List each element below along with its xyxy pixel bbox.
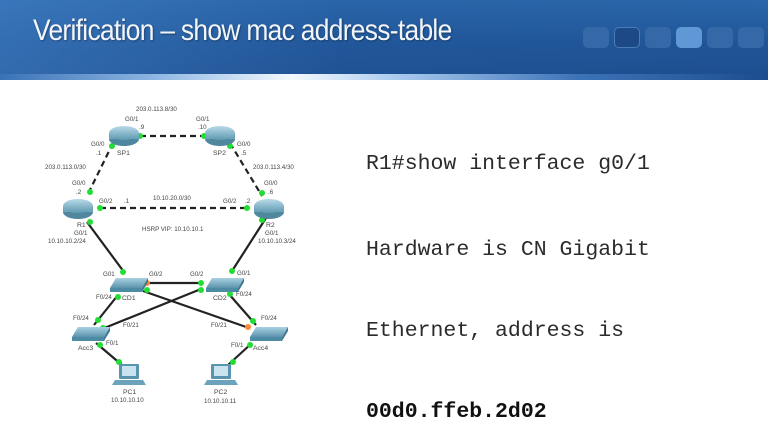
port-label: G0/1 [74, 230, 88, 237]
network-label: 203.0.113.8/30 [136, 106, 177, 113]
network-label: 203.0.113.0/30 [45, 164, 86, 171]
device-label-pc1: PC1 [123, 389, 136, 396]
device-label-cd2: CD2 [213, 295, 227, 302]
mac-address: 00d0.ffeb.2d02 [366, 400, 547, 424]
device-label-r2: R2 [266, 222, 275, 229]
network-label: 203.0.113.4/30 [253, 164, 294, 171]
nav-dot [614, 27, 640, 48]
port-label: F0/24 [73, 315, 89, 322]
network-label: 10.10.20.0/30 [153, 195, 191, 202]
cli-output-line: Ethernet, address is [366, 319, 625, 343]
link-r2-cd2 [231, 217, 267, 272]
ip-label-r2: 10.10.10.3/24 [258, 238, 296, 245]
slide-title: Verification – show mac address-table [33, 14, 452, 47]
switch-icon-cd1 [110, 278, 148, 292]
port-label: G0/2 [190, 271, 204, 278]
device-label-acc4: Acc4 [253, 345, 268, 352]
ip-label: .5 [241, 150, 247, 157]
port-label: G0/0 [91, 141, 105, 148]
link-cd1-acc4 [142, 289, 250, 330]
ip-label: .9 [139, 124, 145, 131]
port-label: G0/1 [196, 116, 210, 123]
ip-label: .10 [198, 124, 207, 131]
link-sp2-r2 [229, 142, 263, 197]
nav-dot [676, 27, 702, 48]
router-icon-r2 [254, 199, 284, 219]
cli-output-line: Hardware is CN Gigabit [366, 238, 650, 262]
port-label: F0/1 [106, 340, 119, 347]
ip-label: .2 [76, 189, 82, 196]
port-label: F0/21 [211, 322, 227, 329]
ip-label-r1: 10.10.10.2/24 [48, 238, 86, 245]
device-label-cd1: CD1 [122, 295, 136, 302]
port-label: G0/0 [237, 141, 251, 148]
ip-label-pc1: 10.10.10.10 [111, 397, 144, 404]
device-label-acc3: Acc3 [78, 345, 93, 352]
port-label: F0/24 [261, 315, 277, 322]
port-label: G0/1 [237, 270, 251, 277]
router-icon-sp2 [205, 126, 235, 146]
cli-command: R1#show interface g0/1 [366, 152, 650, 176]
port-label: F0/1 [231, 342, 244, 349]
ip-label: .1 [124, 198, 130, 205]
decorative-dots [583, 27, 768, 49]
network-topology-diagram: 203.0.113.8/30 G0/1 .9 G0/1 .10 G0/0 .1 … [0, 82, 340, 432]
switch-icon-acc3 [72, 327, 110, 341]
ip-label-pc2: 10.10.10.11 [204, 398, 237, 405]
switch-icon-acc4 [250, 327, 288, 341]
device-label-sp1: SP1 [117, 150, 130, 157]
device-label-pc2: PC2 [214, 389, 227, 396]
device-label-r1: R1 [77, 222, 86, 229]
router-icon-sp1 [109, 126, 139, 146]
slide-header: Verification – show mac address-table [0, 0, 768, 80]
nav-dot [707, 27, 733, 48]
nav-dot [645, 27, 671, 48]
link-status-indicators [87, 133, 265, 365]
ip-label: .6 [268, 189, 274, 196]
ip-label: .1 [96, 150, 102, 157]
port-label: G0/0 [72, 180, 86, 187]
pc-icon-pc1 [112, 364, 146, 385]
device-label-sp2: SP2 [213, 150, 226, 157]
port-label: F0/21 [123, 322, 139, 329]
ip-label: .2 [245, 198, 251, 205]
switch-icon-cd2 [206, 278, 244, 292]
pc-icon-pc2 [204, 364, 238, 385]
links [86, 134, 267, 366]
link-cd2-acc3 [101, 287, 202, 331]
link-r1-cd1 [86, 221, 125, 273]
port-label: G0/2 [223, 198, 237, 205]
port-label: G0/2 [149, 271, 163, 278]
hsrp-vip-label: HSRP VIP: 10.10.10.1 [142, 226, 204, 233]
port-label: G0/1 [265, 230, 279, 237]
cli-output-panel: R1#show interface g0/1 Hardware is CN Gi… [366, 97, 766, 432]
port-label: F0/24 [236, 291, 252, 298]
header-divider [0, 74, 768, 80]
port-label: G0/0 [264, 180, 278, 187]
nav-dot [583, 27, 609, 48]
router-icon-r1 [63, 199, 93, 219]
port-label: G0/2 [99, 198, 113, 205]
port-label: G0/1 [125, 116, 139, 123]
port-label: G01 [103, 271, 115, 278]
nav-dot [738, 27, 764, 48]
port-label: F0/24 [96, 294, 112, 301]
